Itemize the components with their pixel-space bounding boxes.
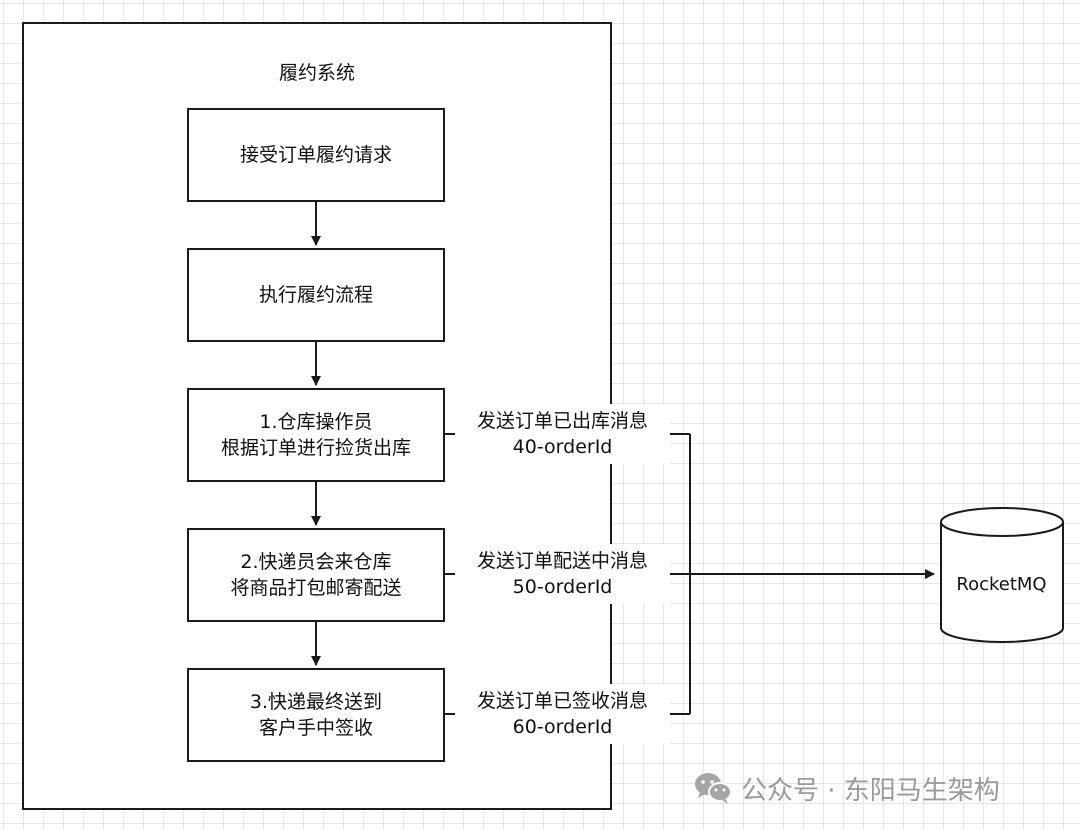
step-line: 根据订单进行捡货出库 (220, 437, 411, 459)
message-text: 发送订单已出库消息 (476, 410, 648, 432)
step-courier-shipping: 2.快递员会来仓库 将商品打包邮寄配送 (187, 528, 445, 622)
watermark: 公众号 · 东阳马生架构 (693, 766, 1000, 810)
step-warehouse-picking: 1.仓库操作员 根据订单进行捡货出库 (187, 388, 445, 482)
rocketmq-cylinder (940, 507, 1064, 643)
watermark-text: 公众号 · 东阳马生架构 (741, 775, 1000, 806)
message-text: 发送订单已签收消息 (476, 690, 648, 712)
wechat-icon (695, 773, 732, 804)
step-line: 3.快递最终送到 (249, 691, 383, 713)
message-code: 60-orderId (512, 716, 613, 738)
message-code: 40-orderId (512, 436, 613, 458)
step-line: 客户手中签收 (258, 717, 373, 739)
step-accept-request: 接受订单履约请求 (187, 108, 445, 202)
step-line: 1.仓库操作员 (259, 411, 373, 433)
step-line: 接受订单履约请求 (239, 144, 392, 166)
message-code: 50-orderId (512, 576, 613, 598)
message-label-shipped: 发送订单已出库消息 40-orderId (455, 404, 670, 464)
message-label-signed: 发送订单已签收消息 60-orderId (455, 684, 670, 744)
message-label-delivering: 发送订单配送中消息 50-orderId (455, 544, 670, 604)
step-execute-flow: 执行履约流程 (187, 248, 445, 342)
step-customer-signed: 3.快递最终送到 客户手中签收 (187, 668, 445, 762)
system-title: 履约系统 (278, 62, 355, 84)
rocketmq-label: RocketMQ (956, 574, 1047, 595)
step-line: 执行履约流程 (258, 284, 373, 306)
step-line: 将商品打包邮寄配送 (230, 577, 402, 599)
step-line: 2.快递员会来仓库 (240, 551, 392, 573)
message-text: 发送订单配送中消息 (476, 550, 648, 572)
